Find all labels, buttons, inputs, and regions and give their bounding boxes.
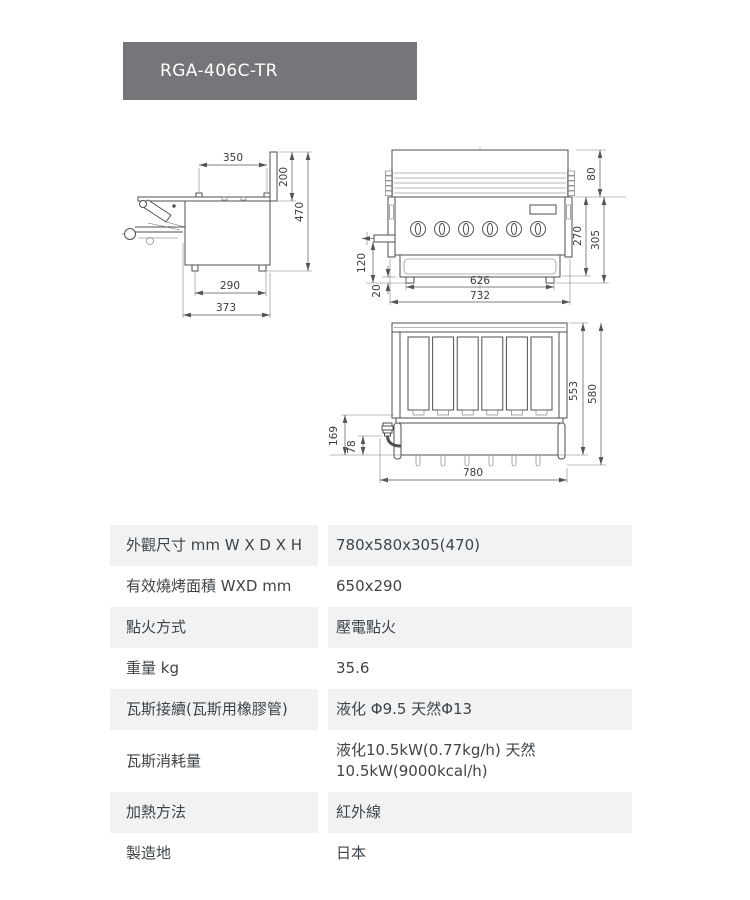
hanger-hooks (415, 454, 541, 467)
grill-side-ribs (385, 170, 575, 196)
top-view-drawing: 553 580 169 78 780 (328, 322, 606, 483)
dim-front-foot-height: 20 (371, 284, 383, 297)
table-row: 瓦斯接續(瓦斯用橡膠管) 液化 Φ9.5 天然Φ13 (110, 689, 632, 730)
dim-front-body-height: 270 (572, 226, 584, 246)
burner-cells (407, 336, 553, 416)
spec-value: 650x290 (336, 577, 403, 595)
spec-table: 外觀尺寸 mm W X D X H 780x580x305(470) 有效燒烤面… (110, 525, 632, 874)
dim-top-total-width: 780 (463, 467, 483, 479)
column-gap (318, 730, 328, 792)
spec-label: 製造地 (126, 844, 172, 862)
dim-front-grill-height: 80 (586, 167, 598, 180)
dim-side-total-height: 470 (294, 202, 306, 222)
column-gap (318, 689, 328, 730)
spec-value: 日本 (336, 844, 367, 862)
spec-value: 780x580x305(470) (328, 525, 632, 566)
spec-value: 液化 Φ9.5 天然Φ13 (328, 689, 632, 730)
column-gap (318, 648, 328, 689)
spec-value: 液化10.5kW(0.77kg/h) 天然 10.5kW(9000kcal/h) (336, 741, 536, 780)
spec-label: 瓦斯接續(瓦斯用橡膠管) (110, 689, 318, 730)
column-gap (318, 792, 328, 833)
spec-label: 瓦斯消耗量 (126, 751, 202, 770)
gas-inlet-pipe (362, 232, 396, 245)
spec-value: 壓電點火 (328, 607, 632, 648)
table-row: 重量 kg 35.6 (110, 648, 632, 689)
spec-value: 紅外線 (328, 792, 632, 833)
table-row: 加熱方法 紅外線 (110, 792, 632, 833)
column-gap (318, 566, 328, 607)
front-view-drawing: 80 270 305 120 20 626 (356, 146, 626, 305)
table-row: 外觀尺寸 mm W X D X H 780x580x305(470) (110, 525, 632, 566)
spec-label: 點火方式 (110, 607, 318, 648)
table-row: 點火方式 壓電點火 (110, 607, 632, 648)
spec-label: 有效燒烤面積 WXD mm (126, 577, 292, 595)
dim-top-total-depth: 580 (587, 384, 599, 404)
dim-front-total-height: 305 (590, 230, 602, 250)
technical-drawings: 350 200 470 290 373 (121, 146, 626, 483)
column-gap (318, 525, 328, 566)
spec-label: 加熱方法 (110, 792, 318, 833)
dim-side-leg-span: 290 (220, 280, 240, 292)
table-row: 瓦斯消耗量 液化10.5kW(0.77kg/h) 天然 10.5kW(9000k… (110, 730, 632, 792)
dim-side-back-height: 200 (278, 167, 290, 187)
spec-label: 外觀尺寸 mm W X D X H (110, 525, 318, 566)
column-gap (318, 607, 328, 648)
dim-side-top-width: 350 (223, 152, 243, 164)
column-gap (318, 833, 328, 874)
dim-top-inner-depth: 553 (568, 381, 580, 401)
dim-side-total-depth: 373 (216, 302, 236, 314)
spec-label: 重量 kg (126, 659, 179, 677)
rating-plate (529, 204, 557, 215)
dim-top-gas-pipe-offset: 169 (328, 426, 340, 446)
burner-knobs (410, 221, 546, 237)
gas-elbow-fitting (381, 422, 402, 448)
dim-front-gas-inlet-height: 120 (356, 253, 368, 273)
dim-front-total-width: 732 (470, 290, 490, 302)
spec-value: 35.6 (336, 659, 370, 677)
product-title: RGA-406C-TR (160, 61, 278, 81)
table-row: 有效燒烤面積 WXD mm 650x290 (110, 566, 632, 607)
table-row: 製造地 日本 (110, 833, 632, 874)
dim-top-gas-pipe-inset: 78 (346, 440, 358, 453)
dim-front-inner-width: 626 (470, 275, 490, 287)
side-handle-assembly (121, 199, 186, 245)
side-view-drawing: 350 200 470 290 373 (121, 151, 312, 318)
product-title-bar: RGA-406C-TR (123, 42, 417, 100)
